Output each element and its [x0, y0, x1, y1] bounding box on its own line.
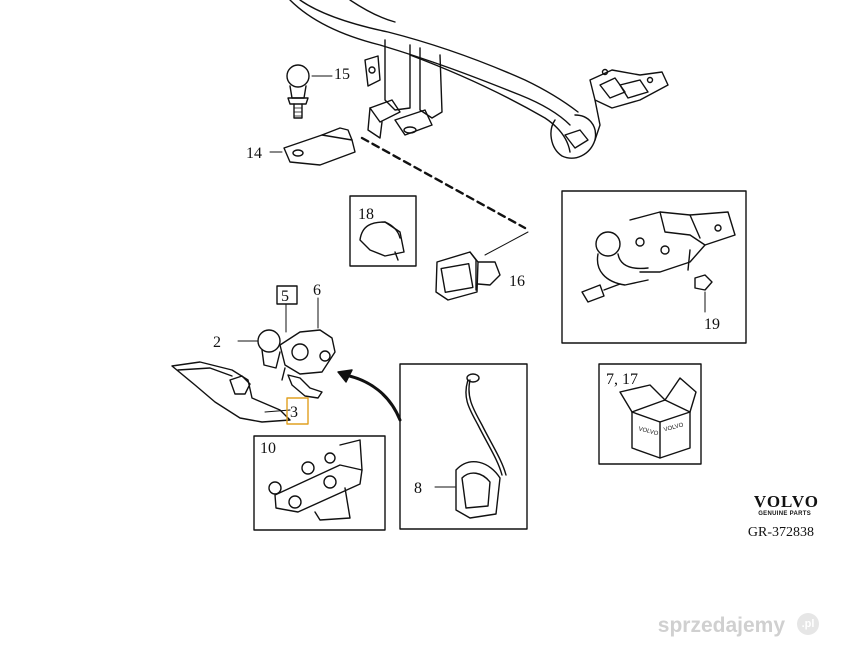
- insertion-dashed-line: [360, 136, 527, 230]
- coupling-assembly: [237, 297, 336, 399]
- callout-6: 6: [313, 282, 321, 299]
- part-14-mounting-bracket: [269, 127, 356, 166]
- part-7-17-package: VOLVO VOLVO: [619, 377, 697, 459]
- tow-bar-crossmember: [289, 0, 669, 159]
- part-8-electrical-socket: [434, 373, 507, 519]
- callout-2: 2: [213, 334, 221, 351]
- diagram-reference: GR-372838: [747, 525, 814, 540]
- callout-15: 15: [334, 66, 350, 83]
- callout-18: 18: [358, 206, 374, 223]
- detachable-ball-assembly-box: [561, 190, 747, 344]
- part-18-cap: [359, 221, 405, 261]
- callout-5: 5: [281, 288, 289, 305]
- part-7-17-box: [598, 363, 702, 465]
- svg-text:VOLVO: VOLVO: [638, 426, 659, 437]
- callout-14: 14: [246, 145, 262, 162]
- part-18-box: [349, 195, 417, 267]
- part-3-bumper-cover: [171, 361, 291, 423]
- volvo-logo: VOLVO: [753, 492, 819, 511]
- part-15-tow-ball: [286, 64, 333, 119]
- callout-3: 3: [290, 404, 298, 421]
- part-10-fastener-kit: [268, 439, 363, 521]
- callout-19: 19: [704, 316, 720, 333]
- part-8-box: [399, 363, 528, 530]
- genuine-parts-tagline: GENUINE PARTS: [758, 511, 811, 517]
- callout-8: 8: [414, 480, 422, 497]
- callout-16: 16: [509, 273, 525, 290]
- watermark-text: sprzedajemy: [657, 614, 785, 637]
- callout-5-frame: [276, 285, 298, 305]
- watermark-badge: .pl: [797, 613, 819, 635]
- callout-7-17: 7, 17: [606, 371, 638, 388]
- part-10-box: [253, 435, 386, 531]
- connector-arrow: [343, 373, 402, 422]
- svg-text:VOLVO: VOLVO: [663, 422, 684, 433]
- detachable-ball-assembly: [581, 211, 736, 313]
- connector-arrow-head: [337, 369, 353, 383]
- part-16-receiver-cover: [435, 231, 529, 301]
- callout-3-highlight: [286, 397, 309, 425]
- callout-10: 10: [260, 440, 276, 457]
